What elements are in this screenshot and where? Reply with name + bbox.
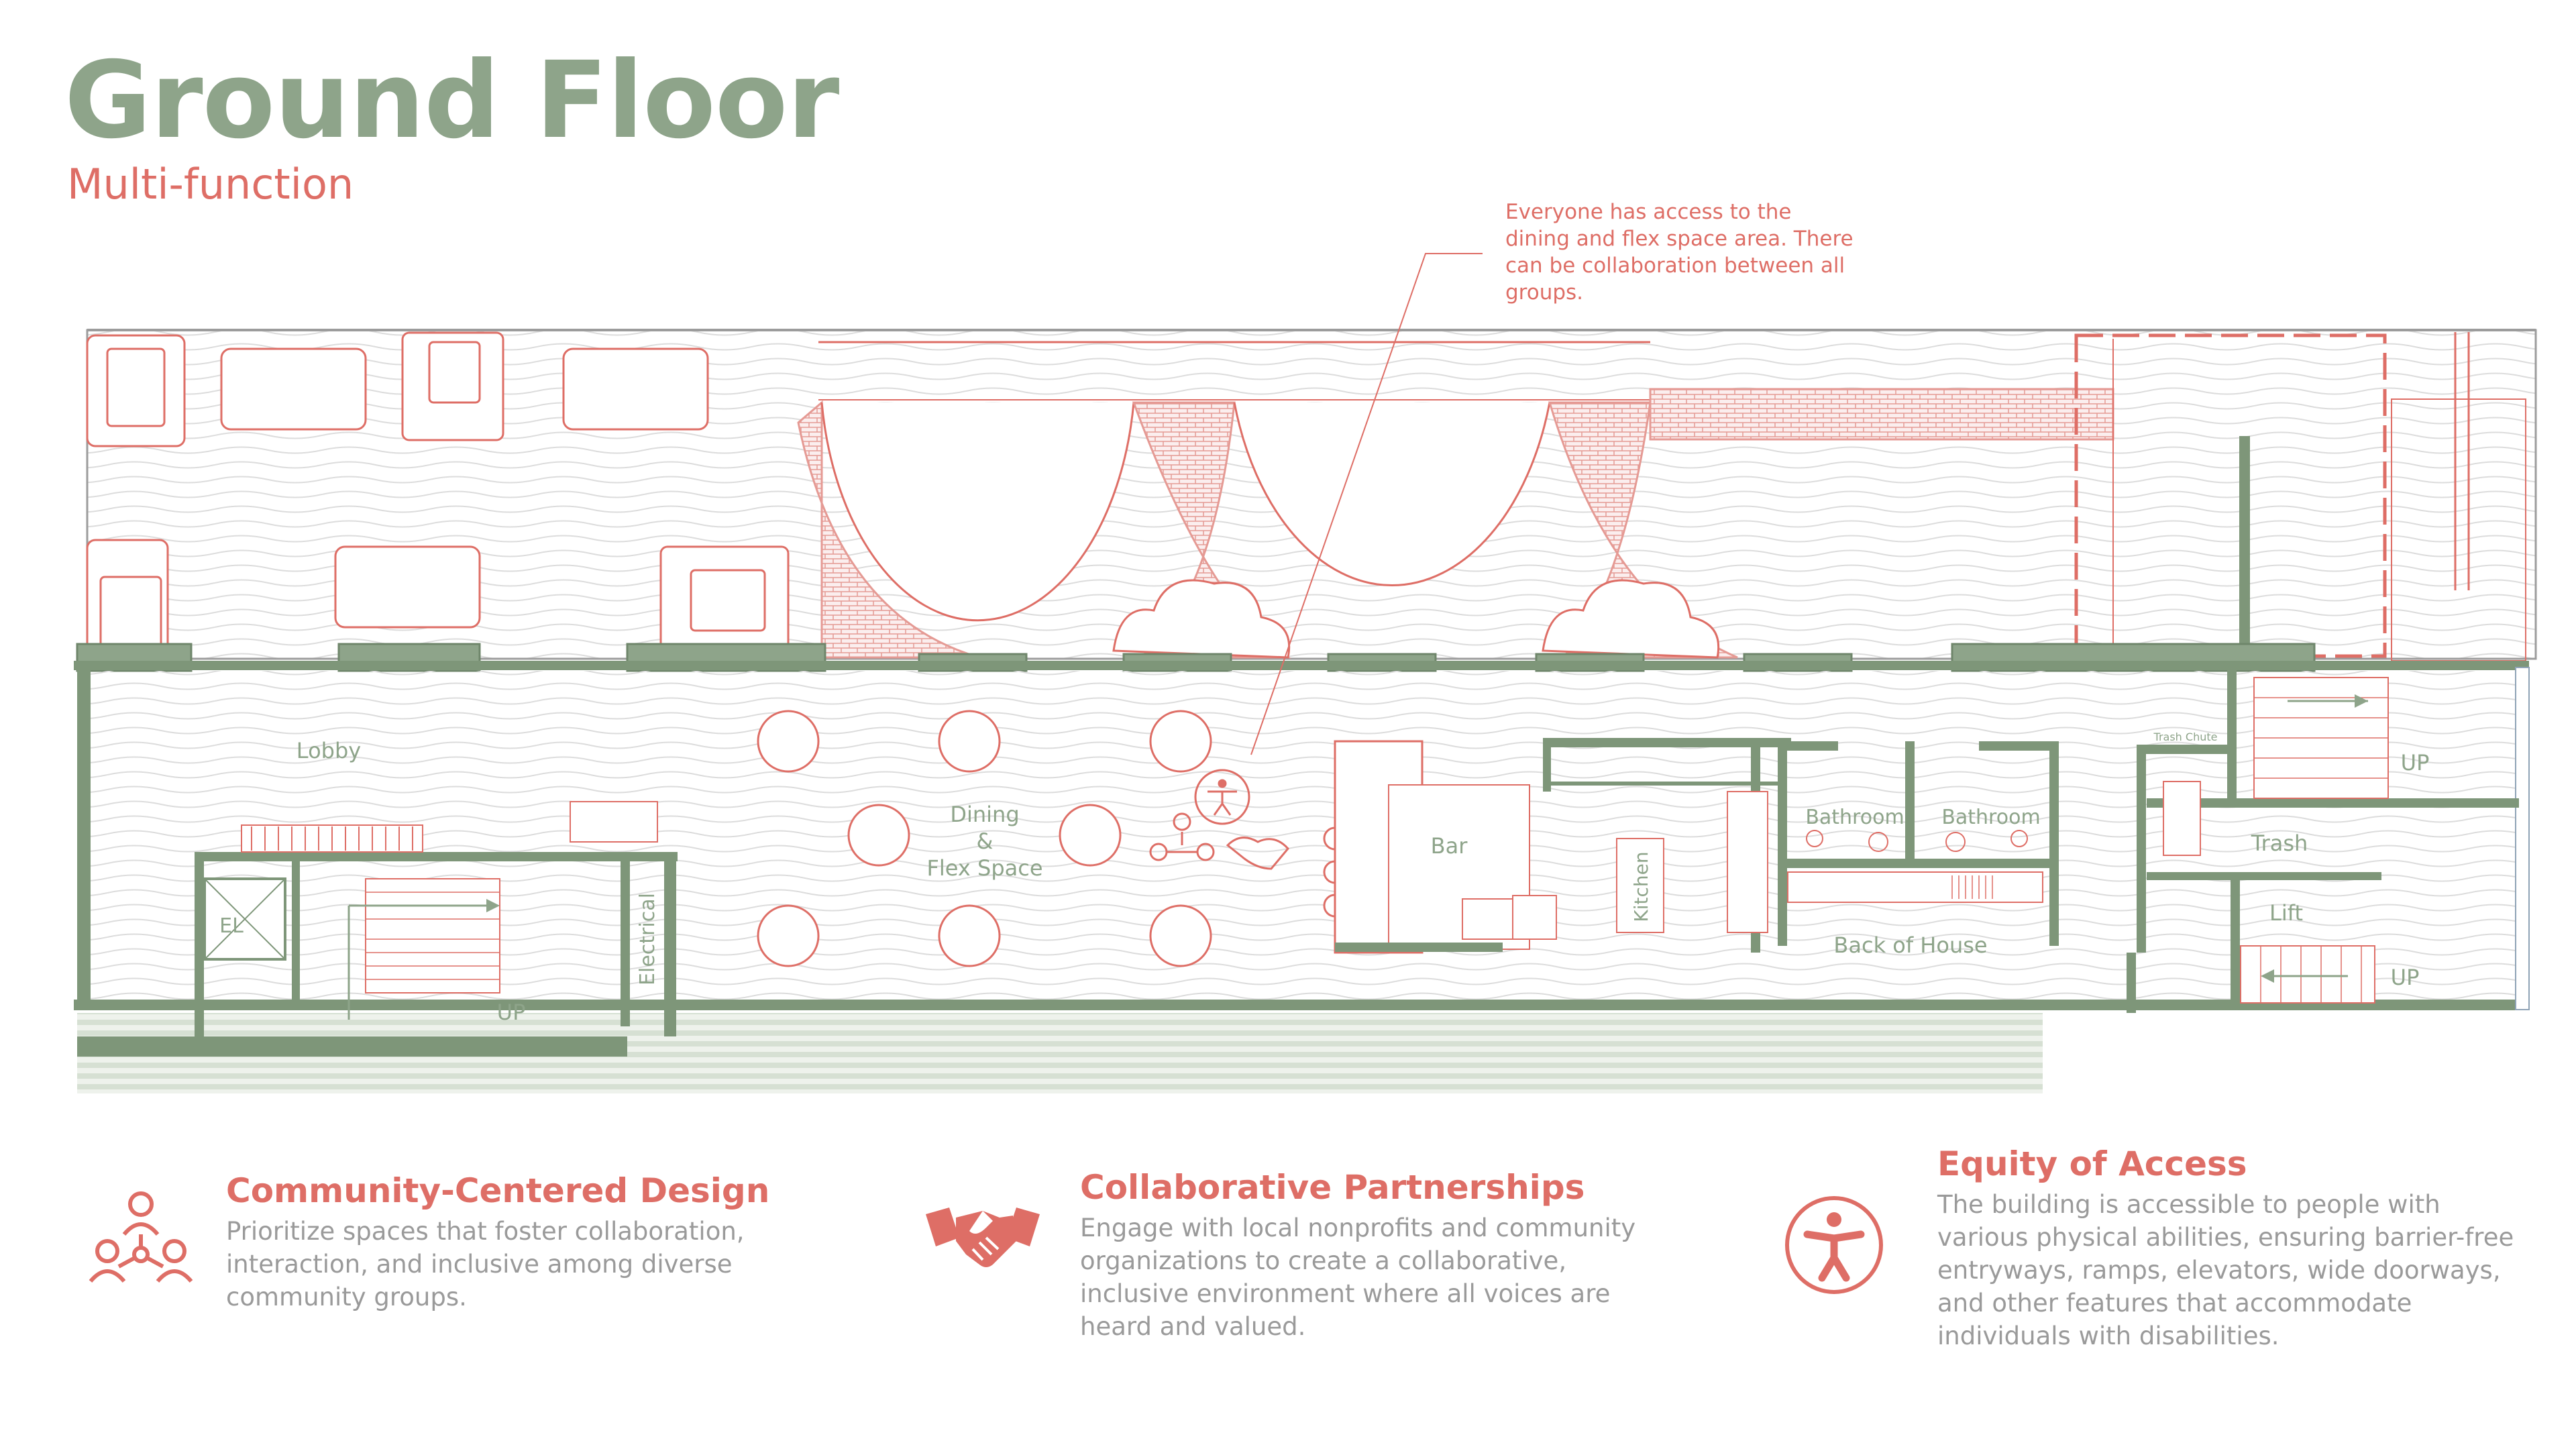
accessibility-icon bbox=[1785, 1196, 1883, 1294]
arched-seating bbox=[797, 388, 2114, 659]
handshake-icon bbox=[926, 1208, 1040, 1267]
room-label-trash: Trash bbox=[2251, 830, 2308, 856]
feature-text: Prioritize spaces that foster collaborat… bbox=[226, 1217, 745, 1311]
callout-leader bbox=[1250, 253, 1483, 755]
patio-furniture bbox=[86, 331, 790, 655]
room-label-up-right-bottom: UP bbox=[2391, 965, 2420, 990]
plan-icons bbox=[1149, 769, 1289, 870]
feature-text: Engage with local nonprofits and communi… bbox=[1080, 1214, 1636, 1341]
feature-title: Community-Centered Design bbox=[226, 1171, 770, 1210]
room-label-lobby: Lobby bbox=[297, 738, 361, 763]
room-label-lift: Lift bbox=[2269, 900, 2303, 926]
room-label-up-right-top: UP bbox=[2401, 750, 2430, 775]
shrubs bbox=[1112, 579, 1720, 659]
page-subtitle: Multi-function bbox=[67, 160, 354, 209]
room-label-trash-chute: Trash Chute bbox=[2153, 731, 2218, 743]
room-label-bar: Bar bbox=[1431, 833, 1468, 859]
feature-community: Community-Centered Design Prioritize spa… bbox=[226, 1171, 783, 1313]
service-block bbox=[1778, 741, 2059, 946]
bar-kitchen-block bbox=[1334, 738, 1791, 954]
room-label-back-of-house: Back of House bbox=[1833, 932, 1987, 958]
dining-tables bbox=[757, 710, 1347, 967]
room-label-up-left: UP bbox=[497, 1000, 526, 1025]
circulation-core-right bbox=[2127, 667, 2519, 1013]
room-label-dining-2: & bbox=[977, 828, 994, 854]
page-title: Ground Floor bbox=[64, 39, 839, 162]
room-label-electrical: Electrical bbox=[636, 893, 659, 985]
room-label-dining-1: Dining bbox=[950, 802, 1019, 827]
room-label-kitchen: Kitchen bbox=[1630, 851, 1652, 922]
community-network-icon bbox=[89, 1191, 193, 1283]
feature-title: Collaborative Partnerships bbox=[1080, 1168, 1585, 1207]
feature-partnerships: Collaborative Partnerships Engage with l… bbox=[1080, 1167, 1650, 1343]
room-label-bathroom-1: Bathroom bbox=[1805, 806, 1904, 829]
feature-equity: Equity of Access The building is accessi… bbox=[1937, 1144, 2528, 1352]
circulation-core-left bbox=[195, 801, 678, 1036]
exterior-wall bbox=[2239, 436, 2250, 657]
room-label-dining-3: Flex Space bbox=[926, 855, 1042, 881]
feature-text: The building is accessible to people wit… bbox=[1937, 1190, 2514, 1350]
room-label-el: EL bbox=[219, 914, 244, 938]
access-callout: Everyone has access to the dining and fl… bbox=[1505, 200, 1854, 305]
feature-title: Equity of Access bbox=[1937, 1144, 2247, 1183]
room-label-bathroom-2: Bathroom bbox=[1941, 806, 2040, 829]
